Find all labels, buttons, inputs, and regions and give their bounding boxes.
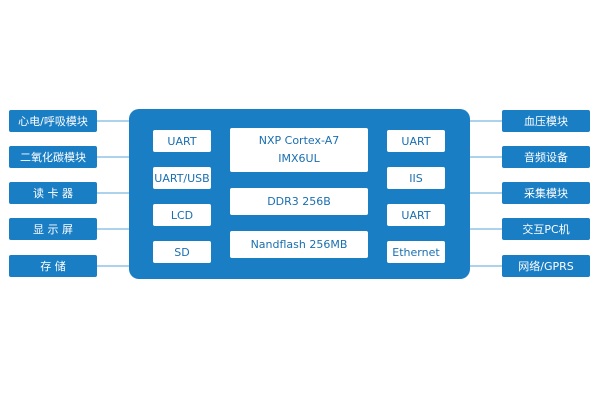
core-board: UART UART/USB LCD SD NXP Cortex-A7 IMX6U… [129,109,470,279]
interface-right-iis: IIS [387,167,445,189]
module-network-gprs: 网络/GPRS [502,255,590,277]
module-blood-pressure: 血压模块 [502,110,590,132]
interface-right-ethernet: Ethernet [387,241,445,263]
nandflash-block: Nandflash 256MB [230,231,368,258]
module-ecg-respiration: 心电/呼吸模块 [9,110,97,132]
cpu-model: IMX6UL [278,152,320,165]
module-interactive-pc: 交互PC机 [502,218,590,240]
module-co2: 二氧化碳模块 [9,146,97,168]
interface-left-sd: SD [153,241,211,263]
interface-right-uart: UART [387,130,445,152]
module-audio-device: 音频设备 [502,146,590,168]
module-storage: 存 储 [9,255,97,277]
module-display: 显 示 屏 [9,218,97,240]
module-acquisition: 采集模块 [502,182,590,204]
module-card-reader: 读 卡 器 [9,182,97,204]
cpu-name: NXP Cortex-A7 [258,134,340,147]
cpu-block: NXP Cortex-A7 IMX6UL [230,128,368,172]
interface-right-uart-2: UART [387,204,445,226]
interface-left-lcd: LCD [153,204,211,226]
interface-left-uart-usb: UART/USB [153,167,211,189]
ddr-block: DDR3 256B [230,188,368,215]
interface-left-uart: UART [153,130,211,152]
